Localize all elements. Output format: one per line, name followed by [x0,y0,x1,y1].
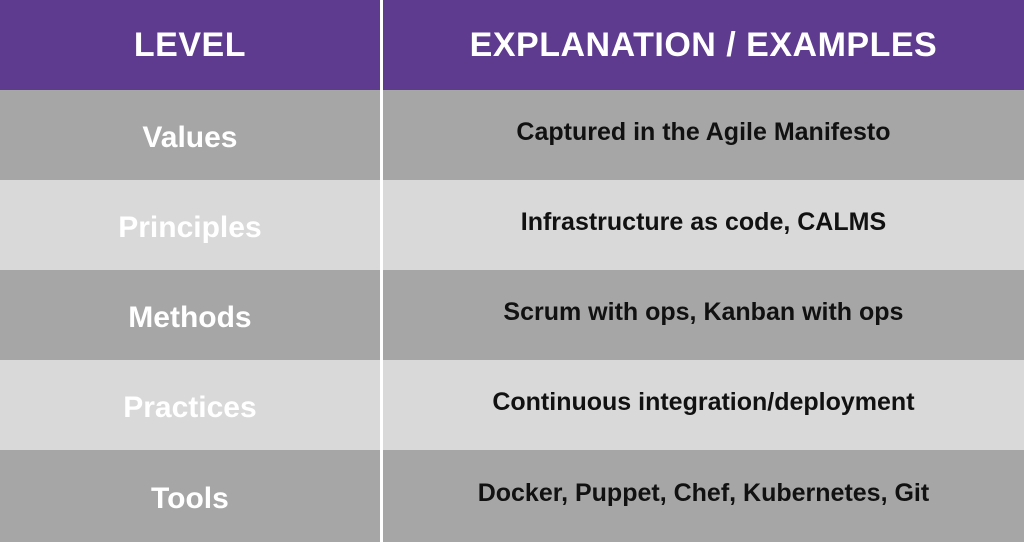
table-row: Practices Continuous integration/deploym… [0,360,1024,450]
column-divider [379,450,383,542]
table-row: Values Captured in the Agile Manifesto [0,90,1024,180]
header-level: LEVEL [133,25,246,64]
table-row: Principles Infrastructure as code, CALMS [0,180,1024,270]
column-divider [379,360,383,450]
table-row: Tools Docker, Puppet, Chef, Kubernetes, … [0,450,1024,542]
table-header-row: LEVEL EXPLANATION / EXAMPLES [0,0,1024,90]
explanation-cell: Docker, Puppet, Chef, Kubernetes, Git [477,478,930,507]
explanation-cell: Continuous integration/deployment [492,387,915,416]
column-divider [379,180,383,270]
table-row: Methods Scrum with ops, Kanban with ops [0,270,1024,360]
column-divider [379,270,383,360]
column-divider [379,90,383,180]
level-cell: Tools [151,482,229,515]
level-cell: Methods [128,301,252,334]
column-divider [379,0,383,90]
level-cell: Principles [118,211,262,244]
level-cell: Values [142,121,238,154]
level-cell: Practices [123,391,257,424]
explanation-cell: Captured in the Agile Manifesto [516,117,891,146]
header-explanation: EXPLANATION / EXAMPLES [469,25,938,64]
explanation-cell: Scrum with ops, Kanban with ops [503,297,904,326]
explanation-cell: Infrastructure as code, CALMS [520,207,887,236]
